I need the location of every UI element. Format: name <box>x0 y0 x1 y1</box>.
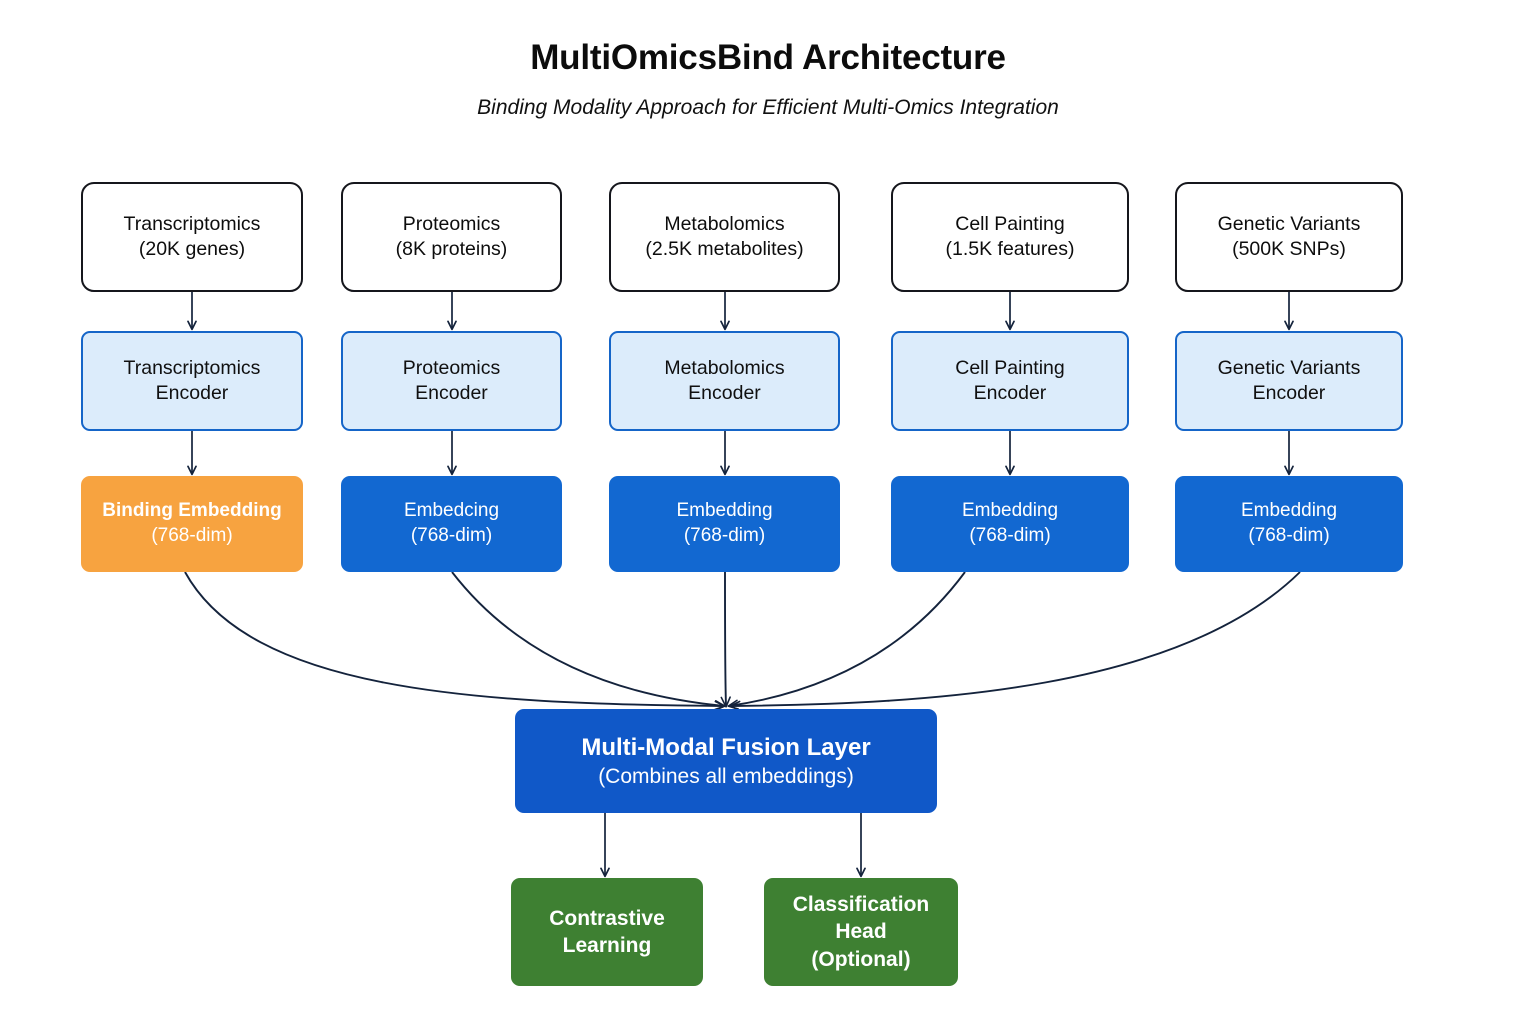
source-box-transcriptomics[interactable]: Transcriptomics (20K genes) <box>81 182 303 292</box>
embedding-box-metabolomics[interactable]: Embedding (768-dim) <box>609 476 840 572</box>
source-label-line2: (8K proteins) <box>395 238 508 260</box>
embedding-label-line1: Embedding <box>961 500 1059 522</box>
page-title: MultiOmicsBind Architecture <box>530 38 1006 77</box>
source-label-line1: Metabolomics <box>664 212 785 235</box>
embedding-label-line2: (768-dim) <box>410 525 493 546</box>
source-label-line2: (1.5K features) <box>945 238 1075 260</box>
encoder-label-line2: Encoder <box>155 382 229 404</box>
source-label-line2: (2.5K metabolites) <box>645 238 804 260</box>
encoder-label-line2: Encoder <box>415 382 488 404</box>
fusion-layer-box[interactable]: Multi-Modal Fusion Layer (Combines all e… <box>515 709 937 813</box>
encoder-box-transcriptomics[interactable]: Transcriptomics Encoder <box>81 331 303 431</box>
curve-embedding-5-to-fusion <box>729 571 1301 712</box>
encoder-box-genetic-variants[interactable]: Genetic Variants Encoder <box>1175 331 1403 431</box>
encoder-label-line2: Encoder <box>973 382 1047 404</box>
encoder-label-line2: Encoder <box>1252 382 1326 404</box>
head-label-line3: (Optional) <box>811 947 911 971</box>
head-label-line1: Classification <box>792 893 930 917</box>
embedding-label-line1: Embedding <box>676 500 773 522</box>
encoder-label-line1: Transcriptomics <box>123 356 261 379</box>
source-box-cell-painting[interactable]: Cell Painting (1.5K features) <box>891 182 1129 292</box>
source-box-metabolomics[interactable]: Metabolomics (2.5K metabolites) <box>609 182 840 292</box>
source-label-line1: Genetic Variants <box>1217 212 1361 235</box>
source-label-line2: (20K genes) <box>138 238 246 260</box>
embedding-label-line1: Embedding <box>1240 500 1338 522</box>
embedding-label-line2: (768-dim) <box>1248 525 1330 546</box>
embedding-label-line2: (768-dim) <box>683 525 766 546</box>
source-label-line1: Transcriptomics <box>123 212 261 235</box>
fusion-subtitle: (Combines all embeddings) <box>598 764 854 788</box>
encoder-label-line1: Cell Painting <box>955 356 1065 379</box>
source-box-genetic-variants[interactable]: Genetic Variants (500K SNPs) <box>1175 182 1403 292</box>
source-box-proteomics[interactable]: Proteomics (8K proteins) <box>341 182 562 292</box>
head-label-line2: Learning <box>562 934 652 957</box>
embedding-label-line2: (768-dim) <box>151 525 233 546</box>
curve-embedding-4-to-fusion <box>727 571 966 710</box>
embedding-box-cell-painting[interactable]: Embedding (768-dim) <box>891 476 1129 572</box>
curve-embedding-3-to-fusion <box>720 571 731 708</box>
source-label-line1: Cell Painting <box>955 212 1065 235</box>
encoder-label-line1: Metabolomics <box>664 356 785 379</box>
head-label-line1: Contrastive <box>549 906 665 930</box>
curve-embedding-1-to-fusion <box>184 571 726 712</box>
page-subtitle: Binding Modality Approach for Efficient … <box>477 96 1059 119</box>
embedding-label-line1: Binding Embedding <box>102 500 282 522</box>
embedding-box-genetic-variants[interactable]: Embedding (768-dim) <box>1175 476 1403 572</box>
head-label-line2: Head <box>835 920 887 944</box>
source-label-line1: Proteomics <box>402 212 501 235</box>
encoder-box-proteomics[interactable]: Proteomics Encoder <box>341 331 562 431</box>
embedding-label-line1: Embedcing <box>403 500 500 522</box>
head-box-contrastive-learning[interactable]: Contrastive Learning <box>511 878 703 986</box>
curve-embedding-2-to-fusion <box>451 571 726 711</box>
encoder-label-line1: Genetic Variants <box>1217 356 1361 379</box>
source-label-line2: (500K SNPs) <box>1232 238 1346 260</box>
encoder-label-line1: Proteomics <box>402 356 501 379</box>
embedding-label-line2: (768-dim) <box>969 525 1051 546</box>
head-box-classification-head[interactable]: Classification Head (Optional) <box>764 878 958 986</box>
encoder-box-cell-painting[interactable]: Cell Painting Encoder <box>891 331 1129 431</box>
embedding-box-proteomics[interactable]: Embedcing (768-dim) <box>341 476 562 572</box>
encoder-box-metabolomics[interactable]: Metabolomics Encoder <box>609 331 840 431</box>
embedding-box-binding[interactable]: Binding Embedding (768-dim) <box>81 476 303 572</box>
fusion-title: Multi-Modal Fusion Layer <box>581 733 871 761</box>
encoder-label-line2: Encoder <box>688 382 761 404</box>
